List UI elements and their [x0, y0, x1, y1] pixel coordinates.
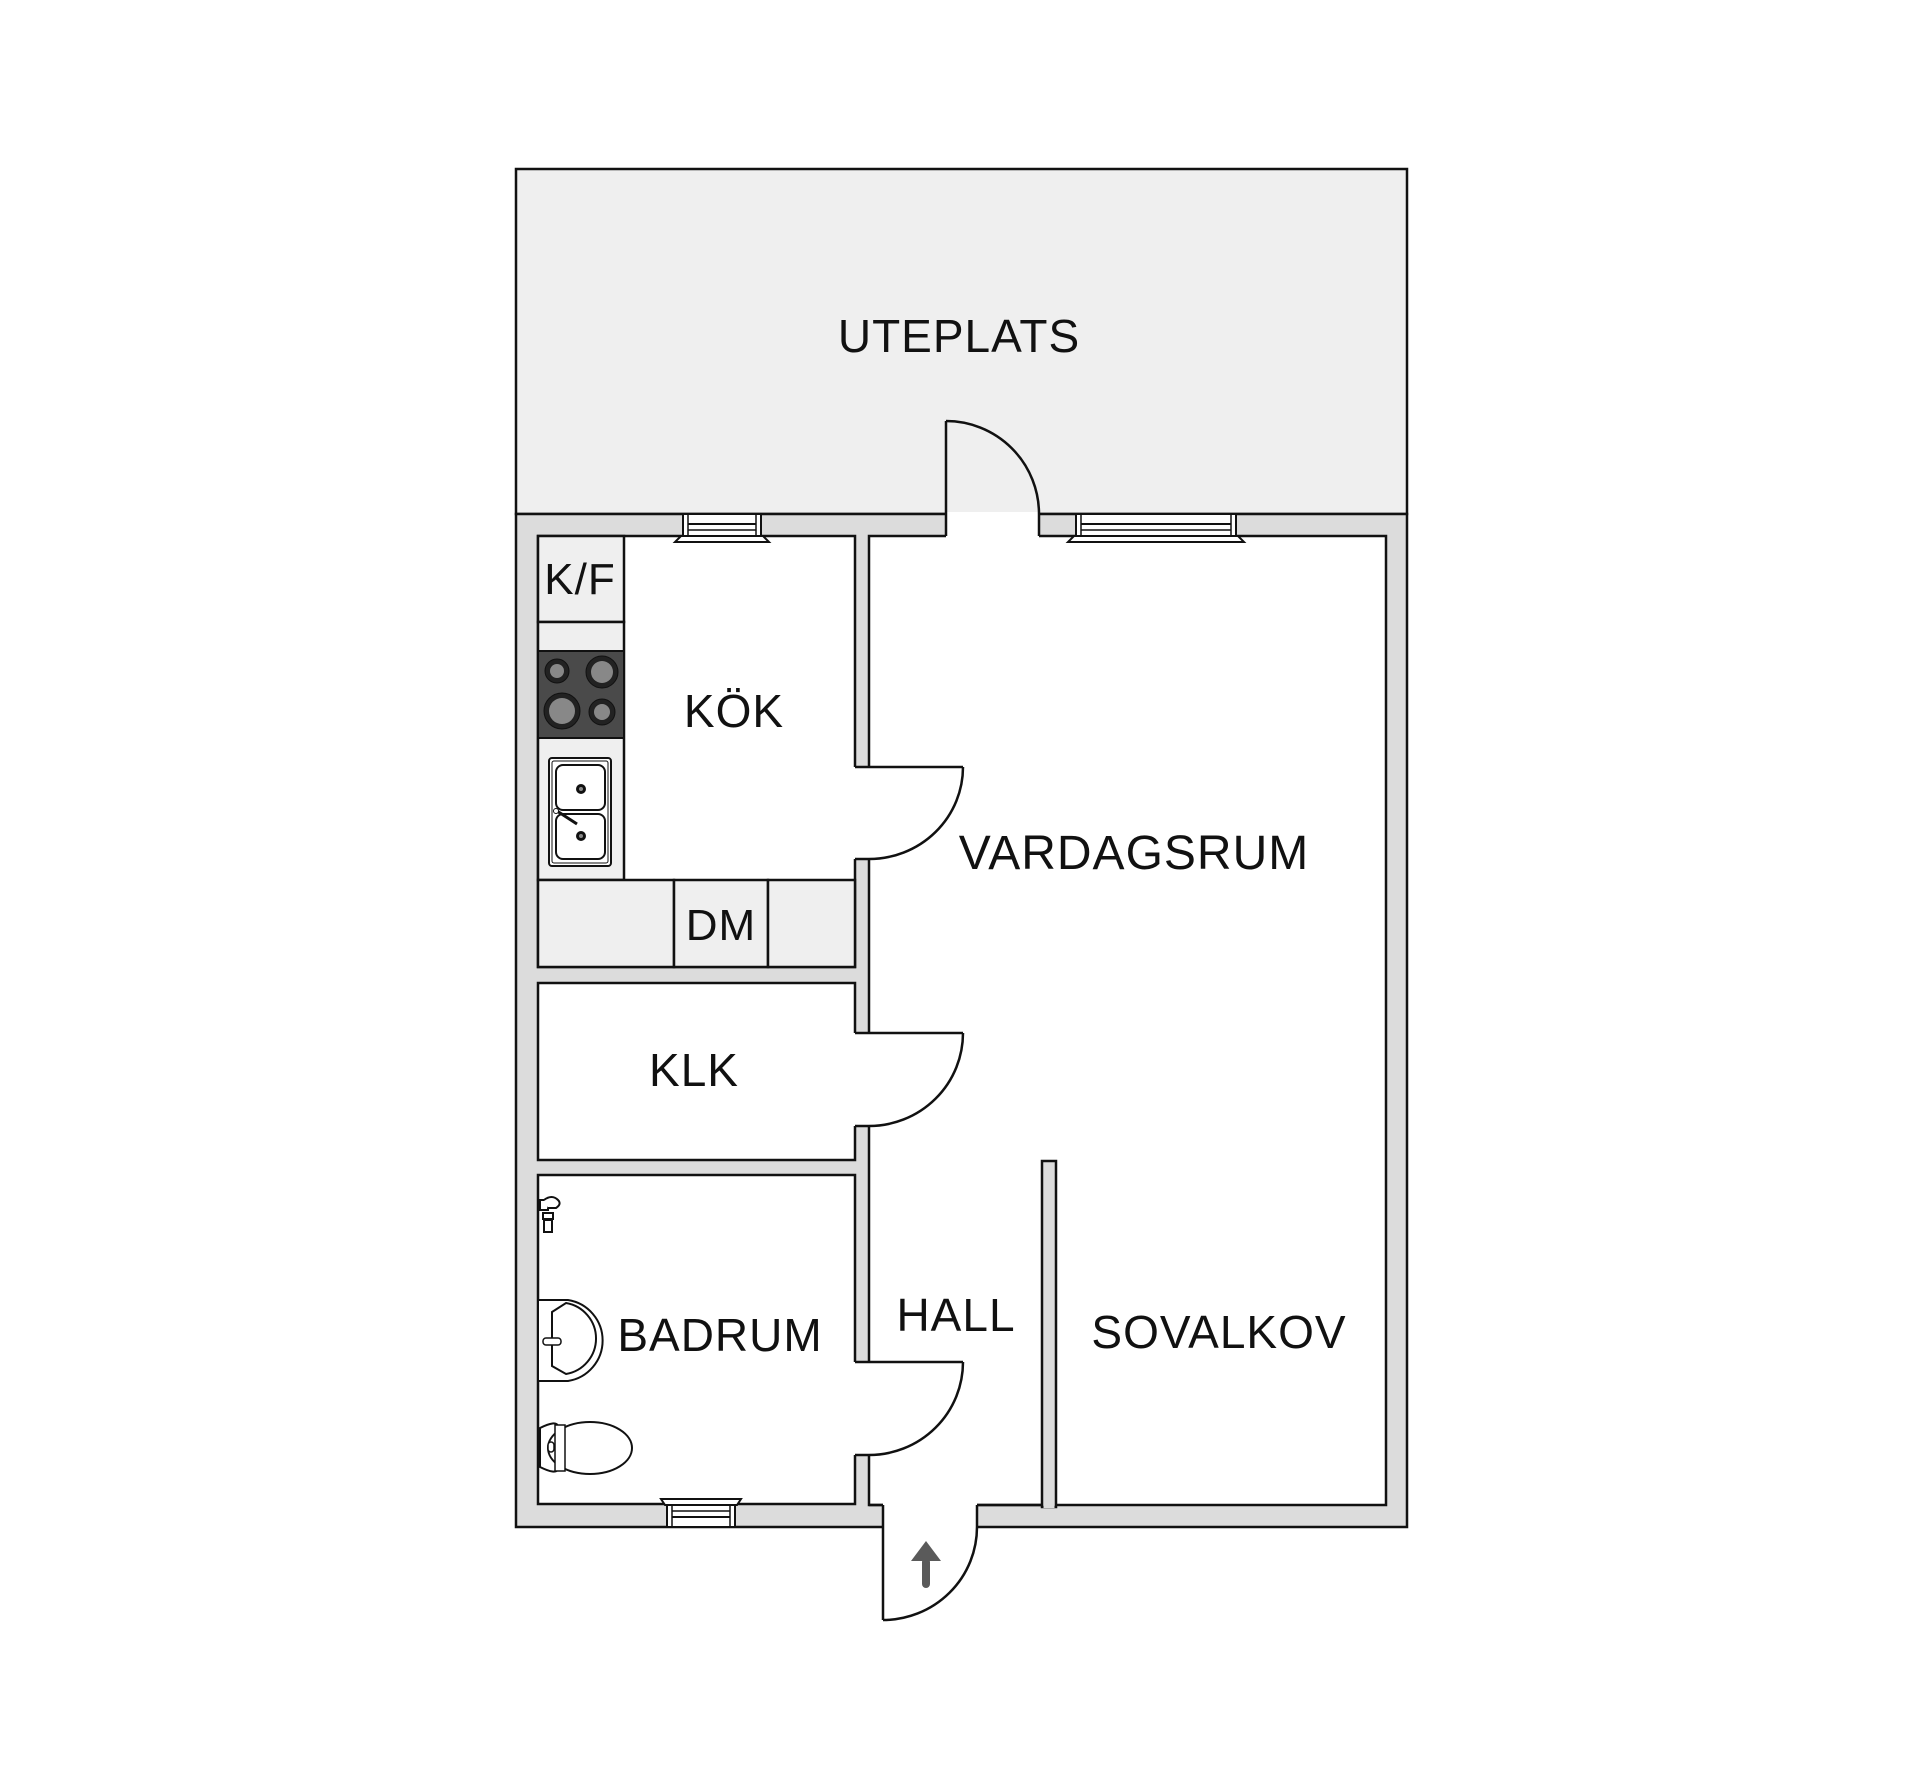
kitchen-sink-icon: [548, 757, 612, 867]
closet-door[interactable]: [853, 1031, 965, 1128]
fridge-freezer: [536, 534, 626, 624]
bathroom-door[interactable]: [853, 1360, 965, 1457]
entrance-door[interactable]: [516, 1503, 1042, 1622]
room-label-kf: K/F: [544, 555, 615, 604]
window-bathroom: [659, 1498, 743, 1528]
room-label-hall: HALL: [896, 1289, 1015, 1341]
washbasin-icon: [537, 1299, 604, 1382]
shower-mixer-icon: [539, 1196, 561, 1233]
window-kitchen: [672, 513, 772, 543]
alcove-partition-wall: [1040, 1159, 1058, 1509]
room-label-uteplats: UTEPLATS: [838, 310, 1080, 362]
room-label-sovalkov: SOVALKOV: [1091, 1306, 1346, 1358]
closet-floor: [536, 981, 857, 1162]
patio-door[interactable]: [944, 419, 1041, 538]
room-label-klk: KLK: [649, 1044, 739, 1096]
counter-bottom-right: [766, 878, 857, 969]
room-label-kok: KÖK: [684, 685, 784, 737]
room-label-badrum: BADRUM: [617, 1309, 822, 1361]
toilet-icon: [539, 1421, 633, 1475]
room-label-vardagsrum: VARDAGSRUM: [959, 827, 1309, 880]
kitchen-door[interactable]: [853, 765, 965, 861]
patio-area: [514, 167, 1409, 516]
entrance-arrow-icon: [911, 1541, 941, 1588]
window-living-room: [1065, 513, 1247, 543]
living-room-floor: [867, 534, 1388, 1507]
stove-icon: [537, 650, 625, 739]
room-label-dm: DM: [686, 901, 756, 950]
dishwasher: [672, 878, 770, 969]
counter-bottom-left: [536, 878, 676, 969]
